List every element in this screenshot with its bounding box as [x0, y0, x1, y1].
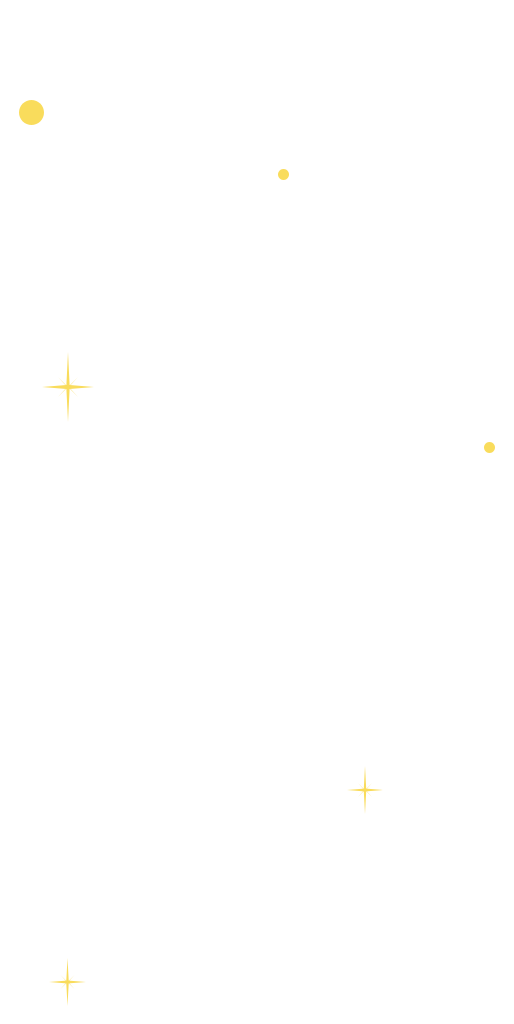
sparkle-star-icon [347, 766, 383, 814]
decorative-dot-small [484, 442, 495, 453]
sparkle-star-icon [49, 958, 86, 1006]
sparkle-star-icon [42, 352, 94, 422]
decorative-dot-large [19, 100, 44, 125]
decorative-dot-small [278, 169, 289, 180]
